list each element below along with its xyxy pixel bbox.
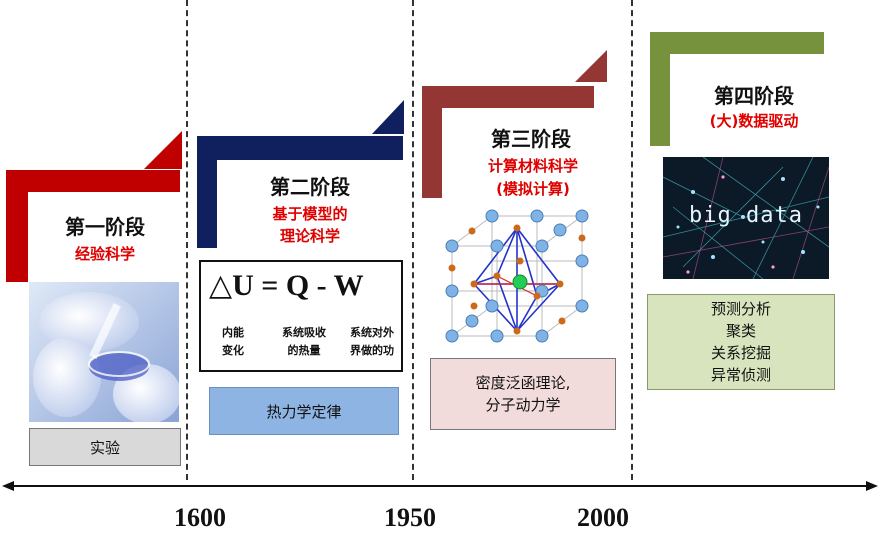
- stage3-subtitle-line2: (模拟计算): [496, 180, 570, 198]
- separator-line-1600: [186, 0, 188, 480]
- timeline-axis: [2, 481, 878, 491]
- stage1-subtitle: 经验科学: [74, 245, 135, 263]
- stage1-triangle: [144, 131, 182, 169]
- experiment-label: 实验: [89, 438, 120, 457]
- lab-experiment-image: [29, 282, 179, 422]
- stage2-title: 第二阶段: [270, 175, 350, 199]
- timeline-arrow-right: [866, 481, 878, 491]
- stage2-triangle: [372, 100, 404, 134]
- separator-line-1950: [412, 0, 414, 480]
- dft-md-line1: 密度泛函理论,: [475, 374, 571, 392]
- big-data-text: big data: [689, 203, 803, 228]
- equation-box: △U = Q - W 内能 变化 系统吸收 的热量 系统对外 界做的功: [199, 260, 403, 372]
- data-mining-box: 预测分析 聚类 关系挖掘 异常侦测: [647, 294, 835, 390]
- label-heat-absorbed: 系统吸收 的热量: [282, 326, 326, 357]
- stage4-title: 第四阶段: [714, 84, 794, 108]
- stage3-triangle: [575, 50, 607, 82]
- stage2-subtitle-line1: 基于模型的: [272, 205, 348, 223]
- thermo-equation: △U = Q - W: [209, 269, 364, 302]
- crystal-lattice-image: [445, 209, 589, 343]
- dft-md-box: 密度泛函理论, 分子动力学: [430, 358, 616, 430]
- data-mining-line3: 关系挖掘: [710, 344, 771, 362]
- big-data-image: big data: [663, 157, 829, 279]
- timeline-arrow-left: [2, 481, 14, 491]
- dft-md-line2: 分子动力学: [485, 396, 561, 414]
- year-1950: 1950: [384, 503, 436, 532]
- thermodynamics-label: 热力学定律: [266, 402, 342, 421]
- stage4-subtitle: (大)数据驱动: [709, 112, 799, 130]
- network-graphic: [663, 157, 829, 279]
- experiment-box: 实验: [29, 428, 181, 466]
- stage3-title: 第三阶段: [491, 127, 571, 151]
- data-mining-line4: 异常侦测: [710, 366, 771, 384]
- stage3-subtitle-line1: 计算材料科学: [487, 157, 578, 175]
- year-1600: 1600: [174, 503, 226, 532]
- label-internal-energy: 内能 变化: [222, 326, 244, 357]
- thermodynamics-box: 热力学定律: [209, 387, 399, 435]
- separator-line-2000: [631, 0, 633, 480]
- stage1-title: 第一阶段: [65, 215, 145, 239]
- data-mining-line1: 预测分析: [710, 300, 771, 318]
- data-mining-line2: 聚类: [725, 322, 756, 340]
- stage2-subtitle-line2: 理论科学: [279, 227, 340, 245]
- year-2000: 2000: [577, 503, 629, 532]
- label-work-done: 系统对外 界做的功: [350, 326, 394, 357]
